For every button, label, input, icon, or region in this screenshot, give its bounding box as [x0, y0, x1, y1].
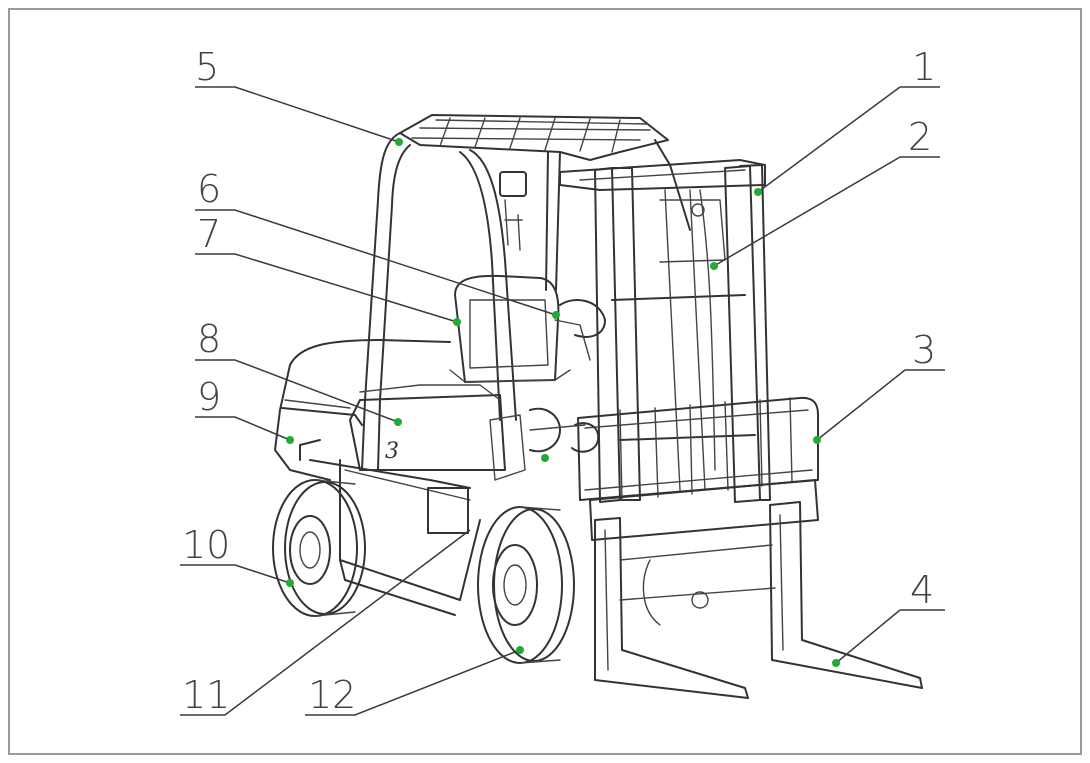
marker-7	[453, 318, 461, 326]
callout-label-6: 6	[197, 167, 221, 211]
overhead-guard	[361, 114, 691, 471]
callout-label-12: 12	[308, 673, 356, 717]
leader-lines	[180, 86, 945, 716]
callout-label-7: 7	[197, 212, 221, 256]
part-markers	[286, 138, 840, 667]
mirror	[499, 171, 527, 251]
figure-frame	[8, 8, 1082, 755]
body-counterweight: 3	[274, 339, 506, 616]
hydraulic-components	[489, 407, 600, 481]
forks	[594, 501, 923, 699]
callout-label-1: 1	[912, 45, 936, 89]
callout-labels: 1 2 3 4 5 6 7 8 9 10 11 12	[182, 45, 936, 717]
marker-5	[395, 138, 403, 146]
callout-label-11: 11	[182, 673, 230, 717]
callout-label-3: 3	[912, 328, 936, 372]
marker-9	[286, 436, 294, 444]
callout-label-9: 9	[197, 375, 221, 419]
load-backrest	[577, 396, 819, 541]
marker-2	[710, 262, 718, 270]
marker-6	[552, 311, 560, 319]
callout-label-2: 2	[908, 115, 932, 159]
marker-11	[541, 454, 549, 462]
marker-8	[394, 418, 402, 426]
marker-3	[813, 436, 821, 444]
marker-10	[286, 579, 294, 587]
svg-text:3: 3	[385, 439, 399, 464]
rear-wheel	[272, 479, 366, 617]
forklift-illustration: 3	[272, 114, 923, 699]
callout-label-4: 4	[910, 568, 934, 612]
marker-12	[516, 646, 524, 654]
callout-label-5: 5	[195, 45, 219, 89]
marker-1	[754, 188, 762, 196]
front-wheel	[477, 506, 575, 664]
marker-4	[832, 659, 840, 667]
operator-seat	[449, 274, 606, 383]
mast	[559, 159, 771, 503]
callout-label-10: 10	[182, 523, 230, 567]
callout-label-8: 8	[197, 317, 221, 361]
